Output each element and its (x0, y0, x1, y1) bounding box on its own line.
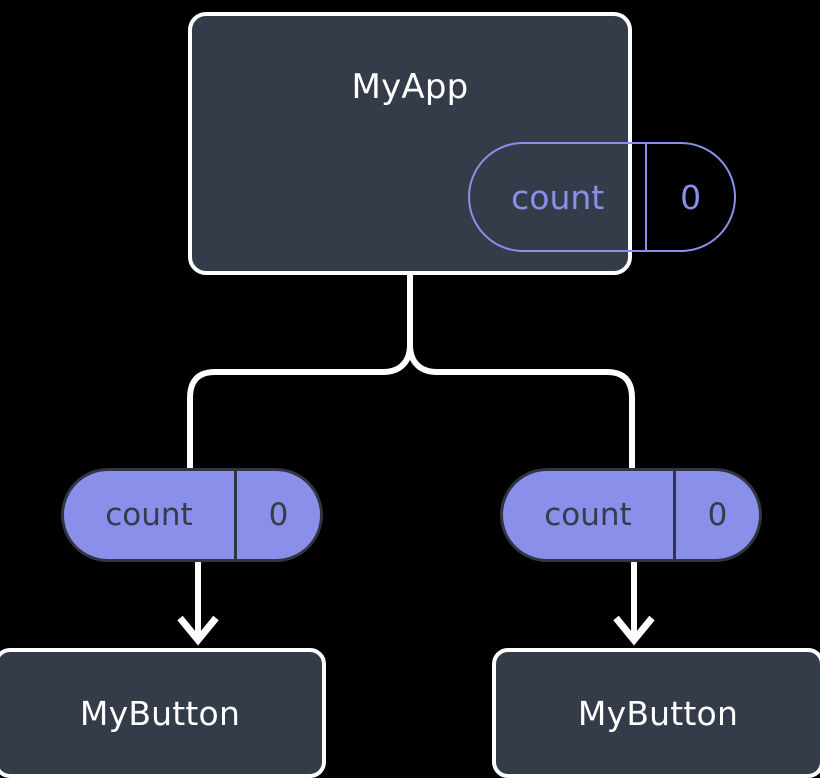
arrowhead-right-icon (613, 615, 655, 646)
prop-pill-count-left[interactable]: count 0 (61, 468, 323, 562)
component-node-myapp[interactable]: MyApp count 0 (188, 12, 736, 275)
component-node-mybutton-right[interactable]: MyButton (492, 648, 820, 778)
prop-pill-count-right[interactable]: count 0 (500, 468, 762, 562)
component-title: MyApp (351, 67, 469, 107)
state-pill-value: 0 (645, 144, 734, 250)
component-title: MyButton (79, 693, 241, 733)
component-node-mybutton-left[interactable]: MyButton (0, 648, 326, 778)
prop-pill-value: 0 (233, 471, 320, 559)
component-title: MyButton (577, 693, 739, 733)
prop-pill-key: count (105, 496, 193, 533)
state-pill-key: count (511, 177, 605, 217)
arrowhead-left-icon (177, 615, 219, 646)
state-pill-count[interactable]: count 0 (468, 142, 736, 252)
prop-pill-value: 0 (672, 471, 759, 559)
prop-pill-key: count (544, 496, 632, 533)
